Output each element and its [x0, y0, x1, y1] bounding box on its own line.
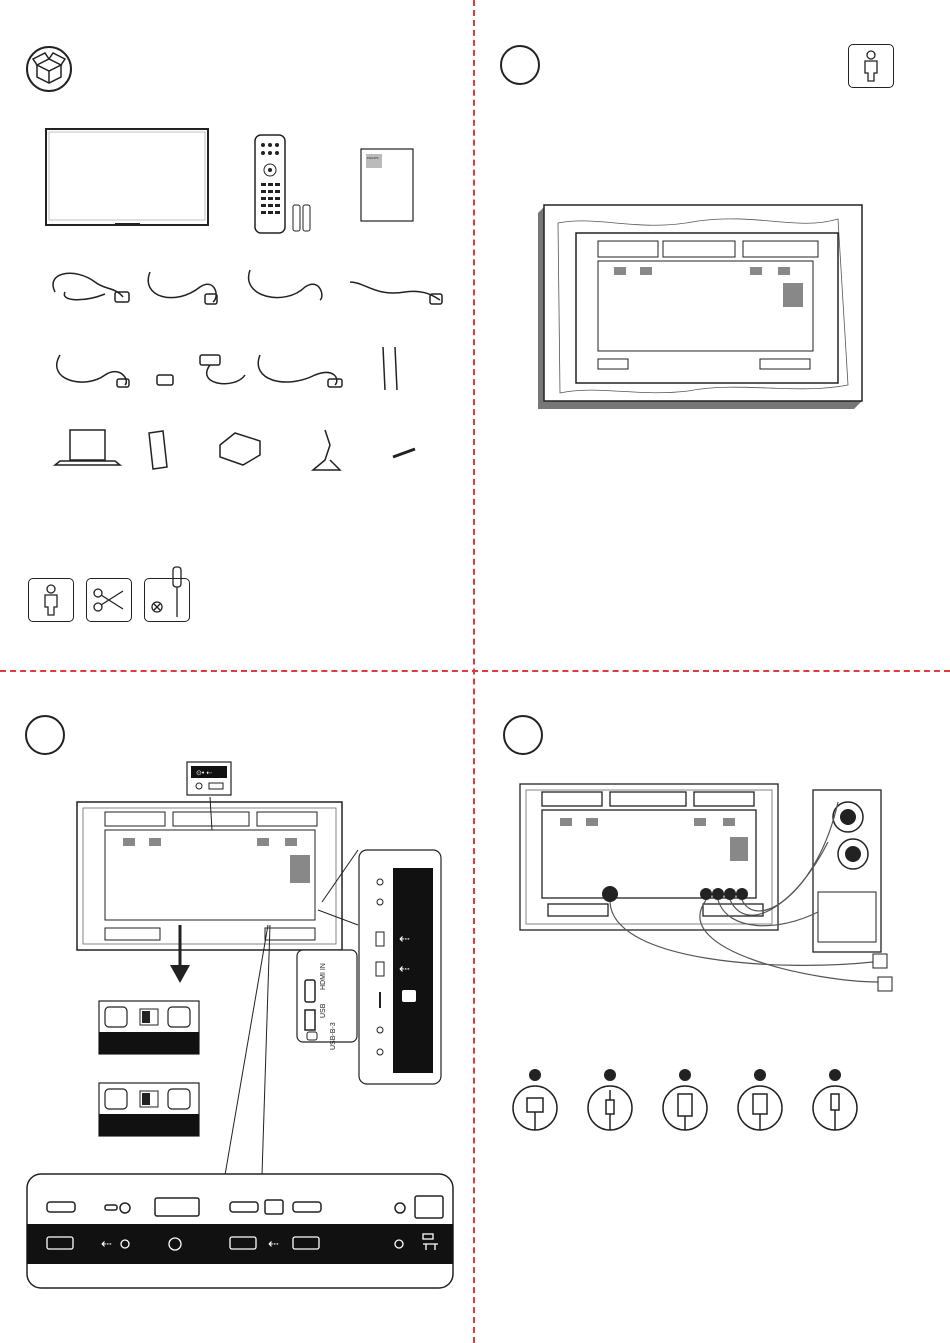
usb-icon-4: ⇠ [268, 1236, 279, 1251]
person-icon [848, 44, 894, 88]
usb-icon-2: ⇠ [399, 961, 410, 976]
sd-card-icon [402, 990, 416, 1002]
step-circle [503, 715, 543, 755]
usb-icon-1: ⇠ [399, 931, 410, 946]
side-ports-panel: USB HDMI IN USB-B-3 ⇠ ⇠ [295, 850, 445, 1085]
connector-icons [510, 1068, 860, 1133]
hdmi-in-label: HDMI IN [320, 963, 327, 990]
usb-icon-3: ⇠ [101, 1236, 112, 1251]
leader-lines [0, 0, 475, 1343]
usb-b-label: USB-B-3 [330, 1022, 337, 1050]
display-in-packaging-illustration [538, 205, 863, 411]
bottom-ports-panel: ⇠ ⇠ [25, 1172, 455, 1292]
step-circle [500, 45, 540, 85]
usb-label: USB [320, 1003, 327, 1018]
pc-connection-diagram [518, 782, 888, 997]
